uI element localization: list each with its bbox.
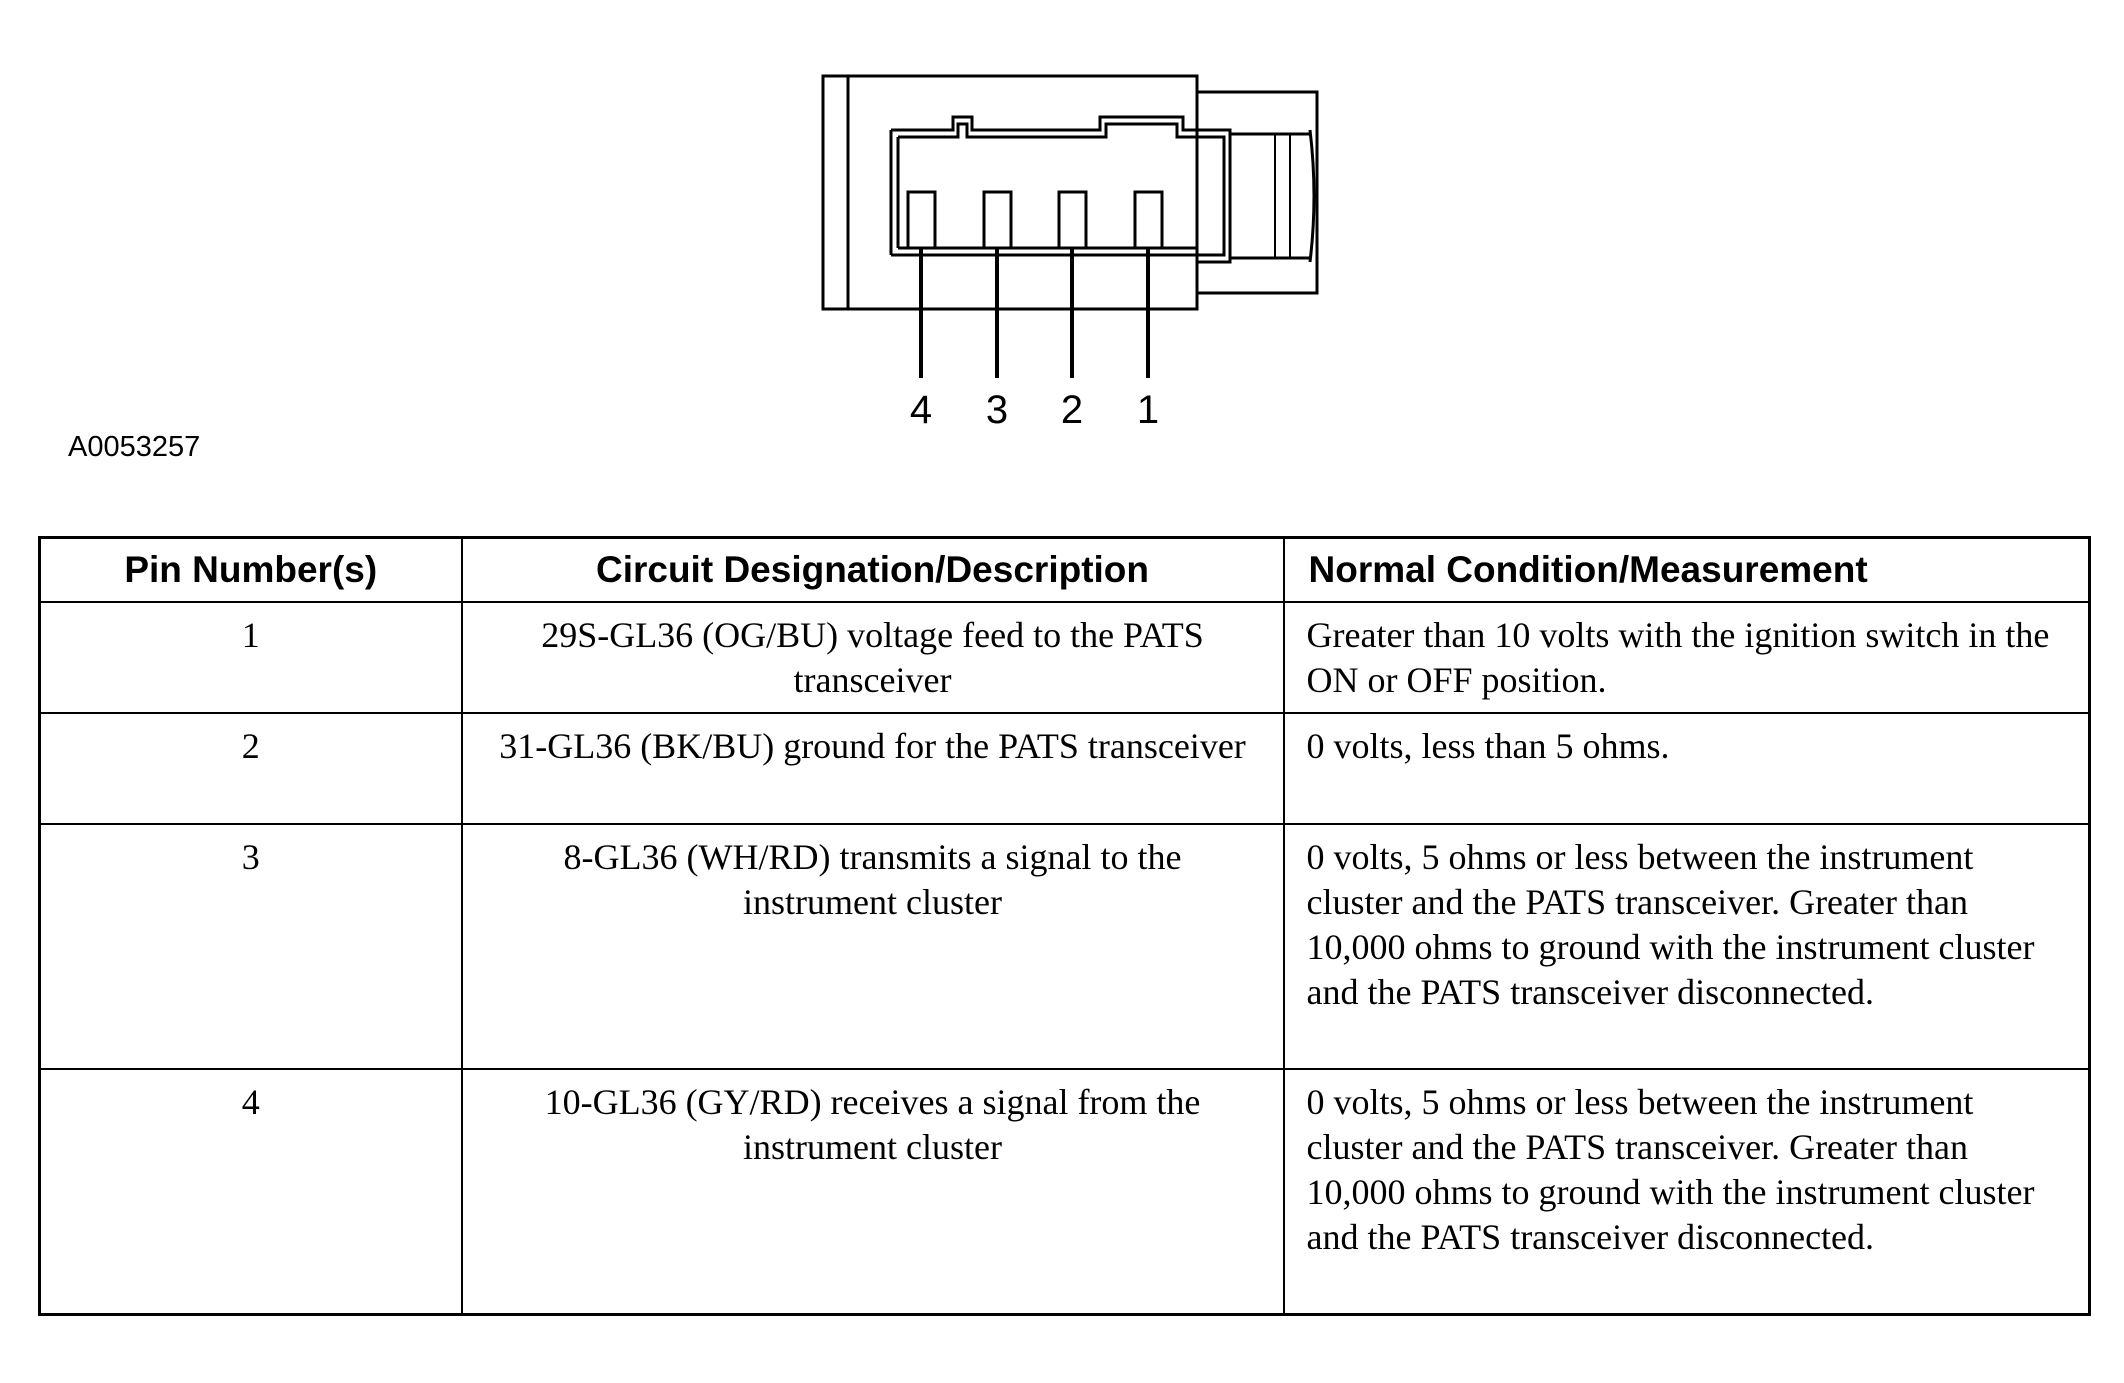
circuit-cell: 10-GL36 (GY/RD) receives a signal from t… <box>460 1068 1285 1316</box>
table-header-row: Pin Number(s) Circuit Designation/Descri… <box>38 536 2091 603</box>
table-row: 4 10-GL36 (GY/RD) receives a signal from… <box>38 1068 2091 1316</box>
terminal-1 <box>1133 190 1164 250</box>
terminal-4 <box>906 190 937 250</box>
terminal-2 <box>1057 190 1088 250</box>
terminal-3 <box>982 190 1013 250</box>
pin-table: Pin Number(s) Circuit Designation/Descri… <box>38 536 2091 1316</box>
pin-cell: 1 <box>38 601 463 714</box>
circuit-cell: 31-GL36 (BK/BU) ground for the PATS tran… <box>460 712 1285 825</box>
header-pin-number: Pin Number(s) <box>38 536 463 603</box>
connector-housing <box>821 74 1199 311</box>
pin-cell: 3 <box>38 823 463 1070</box>
figure-id: A0053257 <box>68 431 201 463</box>
header-circuit: Circuit Designation/Description <box>460 536 1285 603</box>
measurement-cell: 0 volts, 5 ohms or less between the inst… <box>1282 823 2091 1070</box>
pin-cell: 2 <box>38 712 463 825</box>
header-measurement: Normal Condition/Measurement <box>1282 536 2091 603</box>
measurement-cell: Greater than 10 volts with the ignition … <box>1282 601 2091 714</box>
pin-cell: 4 <box>38 1068 463 1316</box>
connector-latch <box>1197 90 1319 295</box>
pin-label-1: 1 <box>1136 388 1160 432</box>
pin-label-4: 4 <box>909 388 933 432</box>
table-row: 2 31-GL36 (BK/BU) ground for the PATS tr… <box>38 712 2091 825</box>
table-row: 3 8-GL36 (WH/RD) transmits a signal to t… <box>38 823 2091 1070</box>
connector-cavity-outer <box>891 115 1197 132</box>
table-row: 1 29S-GL36 (OG/BU) voltage feed to the P… <box>38 601 2091 714</box>
circuit-cell: 29S-GL36 (OG/BU) voltage feed to the PAT… <box>460 601 1285 714</box>
pin-label-2: 2 <box>1060 388 1084 432</box>
connector-diagram <box>821 74 1319 378</box>
connector-cavity-inner <box>898 122 1197 139</box>
pin-label-3: 3 <box>985 388 1009 432</box>
measurement-cell: 0 volts, 5 ohms or less between the inst… <box>1282 1068 2091 1316</box>
measurement-cell: 0 volts, less than 5 ohms. <box>1282 712 2091 825</box>
circuit-cell: 8-GL36 (WH/RD) transmits a signal to the… <box>460 823 1285 1070</box>
